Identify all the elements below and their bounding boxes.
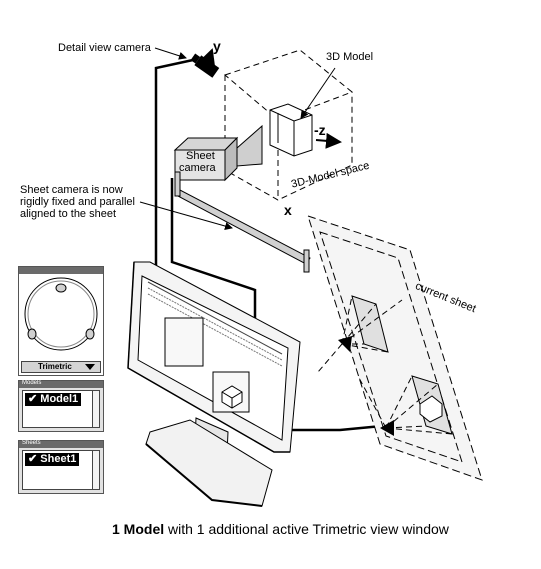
detail-camera-label: Detail view camera (58, 42, 151, 54)
view-trackball (24, 277, 98, 351)
models-list-scrollbar[interactable] (92, 391, 99, 427)
models-list-item-selected[interactable]: ✔ Model1 (25, 393, 82, 406)
sheets-list[interactable]: ✔ Sheet1 (22, 450, 100, 490)
sheets-panel-title: Sheets (22, 440, 41, 446)
current-sheet (307, 215, 483, 481)
sheet-camera-label-line2: camera (179, 162, 216, 174)
sheet-name: Sheet1 (40, 453, 77, 465)
detail-camera-leader (154, 47, 187, 60)
sheet-camera-rod (174, 171, 311, 273)
z-axis-label: -z (314, 122, 326, 138)
sheet-camera-cone (338, 336, 352, 352)
models-panel: Models ✔ Model1 (18, 380, 104, 432)
x-axis-label: x (284, 202, 292, 218)
models-panel-titlebar: Models (19, 380, 103, 388)
sheet-camera-label-line1: Sheet (186, 150, 215, 162)
caption: 1 Model with 1 additional active Trimetr… (112, 521, 449, 537)
y-axis-label: y (213, 38, 221, 54)
detail-camera-cone (380, 420, 394, 436)
sheet-projection-lines (317, 295, 453, 435)
checkmark-icon: ✔ (28, 453, 41, 465)
sheet-view-detail (411, 375, 453, 435)
monitor-stand (145, 417, 273, 507)
caption-rest: with 1 additional active Trimetric view … (164, 521, 449, 537)
sheets-panel: Sheets ✔ Sheet1 (18, 440, 104, 494)
view-dropdown[interactable]: Trimetric (21, 361, 101, 373)
chevron-down-icon (85, 364, 95, 370)
monitor (127, 261, 301, 453)
z-axis-arrow (315, 132, 342, 149)
view-panel-titlebar (19, 267, 103, 274)
sheet-camera-note: Sheet camera is now rigidly fixed and pa… (20, 184, 135, 220)
sheets-panel-titlebar: Sheets (19, 440, 103, 448)
model-name: Model1 (40, 393, 79, 405)
model-3d-label: 3D Model (326, 51, 374, 63)
models-list[interactable]: ✔ Model1 (22, 390, 100, 428)
model-3d-leader (300, 67, 336, 119)
sheets-list-scrollbar[interactable] (92, 451, 99, 489)
y-axis-arrow (199, 48, 215, 71)
detail-camera (190, 53, 220, 78)
checkmark-icon: ✔ (28, 393, 41, 405)
models-panel-title: Models (22, 380, 42, 386)
view-dropdown-value: Trimetric (38, 362, 72, 371)
view-panel: Trimetric (18, 266, 104, 376)
sheet-camera-box (173, 124, 263, 182)
sheets-list-item-selected[interactable]: ✔ Sheet1 (25, 453, 80, 466)
caption-bold: 1 Model (112, 521, 165, 537)
